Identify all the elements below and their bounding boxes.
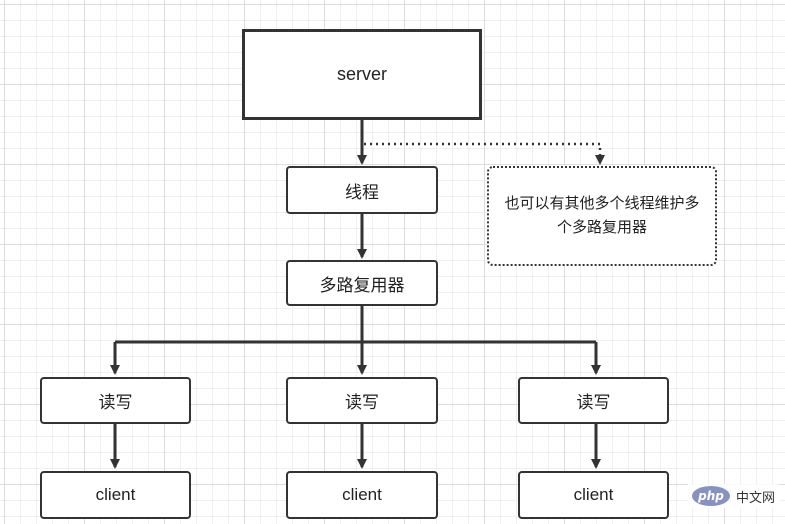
thread-box: 线程 [286, 166, 438, 214]
multiplexer-box: 多路复用器 [286, 260, 438, 306]
io-box-1: 读写 [40, 377, 191, 424]
server-to-note-dotted-arrow [364, 142, 605, 165]
note-text: 也可以有其他多个线程维护多个多路复用器 [504, 195, 700, 236]
client-box-2: client [286, 471, 438, 519]
thread-label: 线程 [345, 182, 379, 202]
multiplexer-label: 多路复用器 [319, 275, 405, 295]
client-box-3-label: client [573, 485, 614, 504]
io-box-1-label: 读写 [98, 393, 133, 412]
io-box-2: 读写 [286, 377, 438, 424]
io-box-2-label: 读写 [345, 393, 379, 412]
io-box-3-label: 读写 [576, 393, 611, 412]
php-logo: php [692, 486, 730, 506]
note-box: 也可以有其他多个线程维护多个多路复用器 [487, 166, 717, 266]
io-box-3: 读写 [518, 377, 669, 424]
client-box-1: client [40, 471, 191, 519]
watermark-site-text: 中文网 [736, 489, 776, 505]
server-box: server [242, 29, 482, 120]
client-box-1-label: client [95, 485, 136, 504]
server-label: server [336, 64, 387, 84]
watermark: php 中文网 [688, 484, 780, 508]
client-box-2-label: client [342, 485, 382, 504]
client-box-3: client [518, 471, 669, 519]
